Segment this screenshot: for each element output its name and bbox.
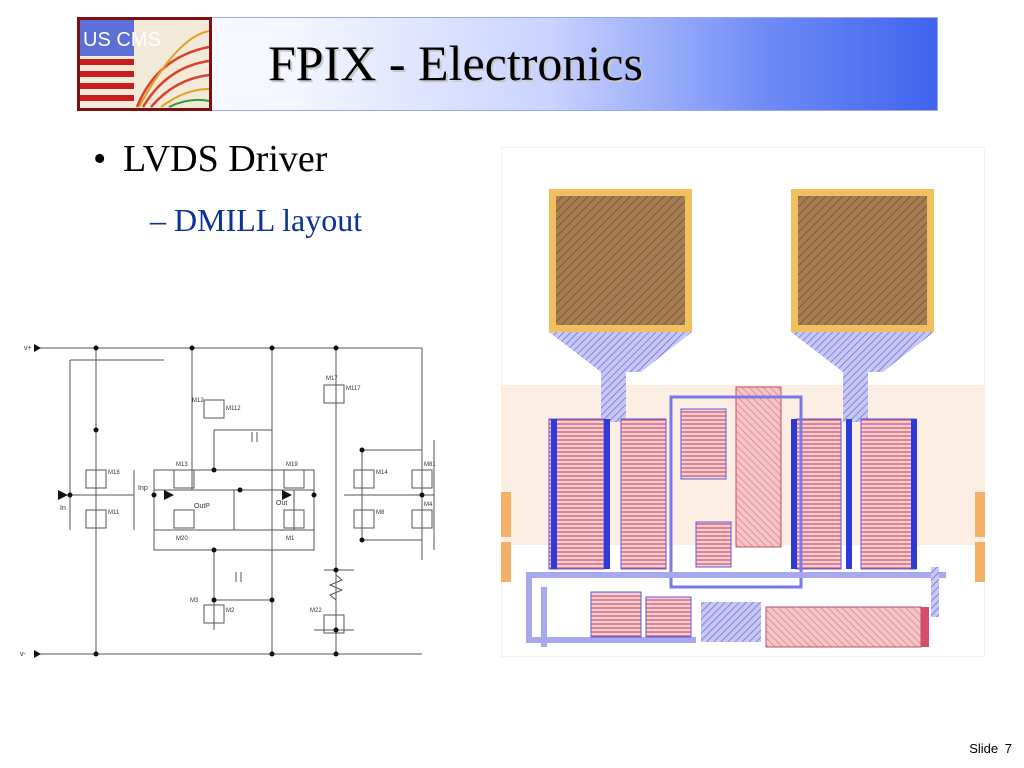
transistor-label: M12 bbox=[192, 398, 204, 404]
slide-number: Slide 7 bbox=[966, 741, 1012, 756]
bullet-item: • LVDS Driver bbox=[93, 140, 327, 178]
slide-number-value: 7 bbox=[1004, 741, 1012, 756]
transistor-label: M1 bbox=[286, 536, 295, 542]
transistor-label: M81 bbox=[424, 462, 436, 468]
transistor-label: M19 bbox=[286, 462, 298, 468]
uscms-logo: US CMS bbox=[77, 17, 212, 111]
transistor-label: M112 bbox=[226, 406, 241, 412]
slide-number-label: Slide bbox=[969, 741, 999, 756]
transistor-label: M17 bbox=[326, 376, 338, 382]
bullet-dot-icon: • bbox=[93, 138, 107, 180]
bullet-text: LVDS Driver bbox=[123, 138, 328, 180]
transistor-label: M22 bbox=[310, 608, 322, 614]
transistor-label: M18 bbox=[108, 470, 120, 476]
transistor-label: M14 bbox=[376, 470, 388, 476]
slide-title: FPIX - Electronics bbox=[268, 35, 643, 91]
lvds-schematic-diagram: v+ v- In Inp Out OutP M18 M11 M17 M117 M… bbox=[20, 344, 436, 658]
transistor-label: M13 bbox=[176, 462, 188, 468]
outp-label: OutP bbox=[194, 503, 210, 510]
transistor-label: M8 bbox=[376, 510, 385, 516]
transistor-label: M3 bbox=[190, 598, 199, 604]
out-label: Out bbox=[276, 500, 287, 507]
dmill-chip-layout-image bbox=[501, 147, 985, 657]
vplus-label: v+ bbox=[24, 345, 32, 352]
transistor-label: M20 bbox=[176, 536, 188, 542]
title-banner bbox=[77, 17, 938, 111]
sub-bullet-item: – DMILL layout bbox=[150, 202, 363, 238]
transistor-label: M117 bbox=[346, 386, 361, 392]
transistor-label: M2 bbox=[226, 608, 235, 614]
logo-text: US CMS bbox=[83, 29, 161, 51]
transistor-label: M4 bbox=[424, 502, 433, 508]
inp-label: Inp bbox=[138, 485, 148, 492]
input-label: In bbox=[60, 505, 66, 512]
transistor-label: M11 bbox=[108, 510, 120, 516]
vminus-label: v- bbox=[20, 651, 27, 658]
